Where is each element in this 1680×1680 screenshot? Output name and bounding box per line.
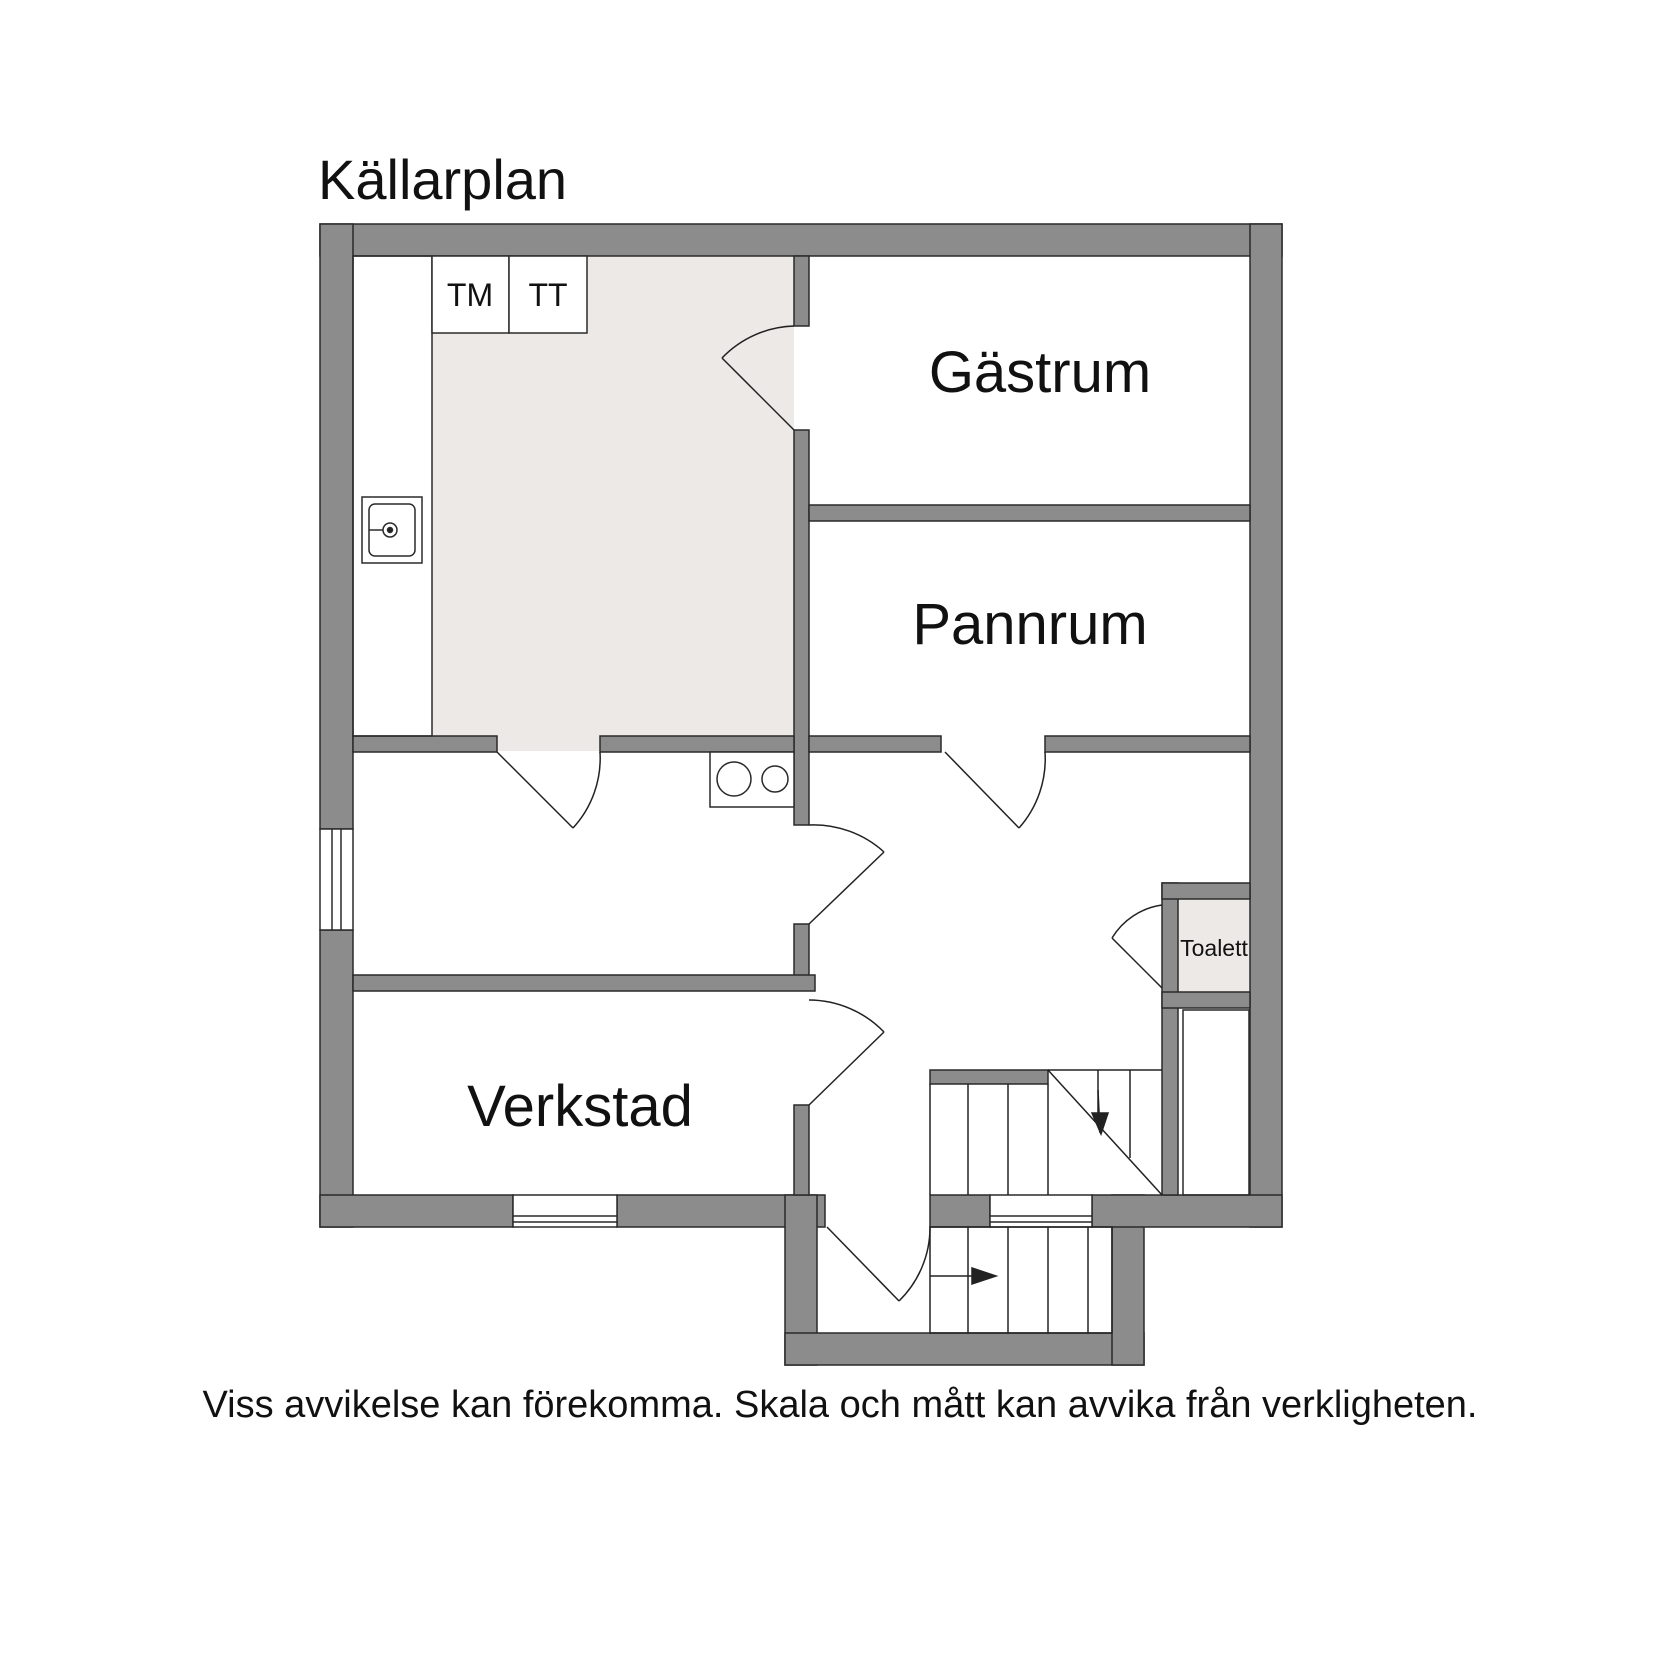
room-label-boiler: Pannrum [912, 592, 1147, 657]
outer-walls [319, 223, 1283, 1366]
room-label-workshop: Verkstad [467, 1074, 693, 1139]
stairs [929, 1069, 1163, 1334]
door-toilet [1111, 904, 1163, 989]
door-laundry-hall [496, 751, 601, 829]
tumble-dryer [508, 255, 588, 334]
door-workshop-hall [808, 999, 885, 1106]
door-laundry-guest [721, 325, 795, 431]
stair-arrow-down-icon [1090, 1112, 1110, 1137]
page-title: Källarplan [318, 148, 568, 211]
water-heater [709, 751, 795, 808]
doors [496, 325, 1163, 1302]
door-boiler-hall [944, 751, 1046, 829]
boiler-icon [716, 761, 752, 797]
room-label-guest: Gästrum [929, 340, 1151, 405]
door-corridor-hall [808, 824, 885, 925]
closet [1182, 1009, 1250, 1196]
window-left [319, 828, 354, 931]
fixtures [352, 255, 1250, 1196]
appliance-label-tt: TT [528, 277, 567, 313]
tank-icon [761, 765, 789, 793]
windows [319, 828, 1093, 1228]
laundry-floor [432, 256, 794, 751]
door-entrance [826, 1226, 931, 1302]
toilet-floor [1178, 899, 1251, 992]
room-label-toilet: Toalett [1180, 935, 1248, 961]
appliance-label-tm: TM [447, 277, 493, 313]
interior-walls [352, 255, 1251, 1196]
counter [352, 255, 433, 737]
stair-arrow-right-icon [971, 1266, 999, 1286]
disclaimer-text: Viss avvikelse kan förekomma. Skala och … [202, 1384, 1478, 1426]
